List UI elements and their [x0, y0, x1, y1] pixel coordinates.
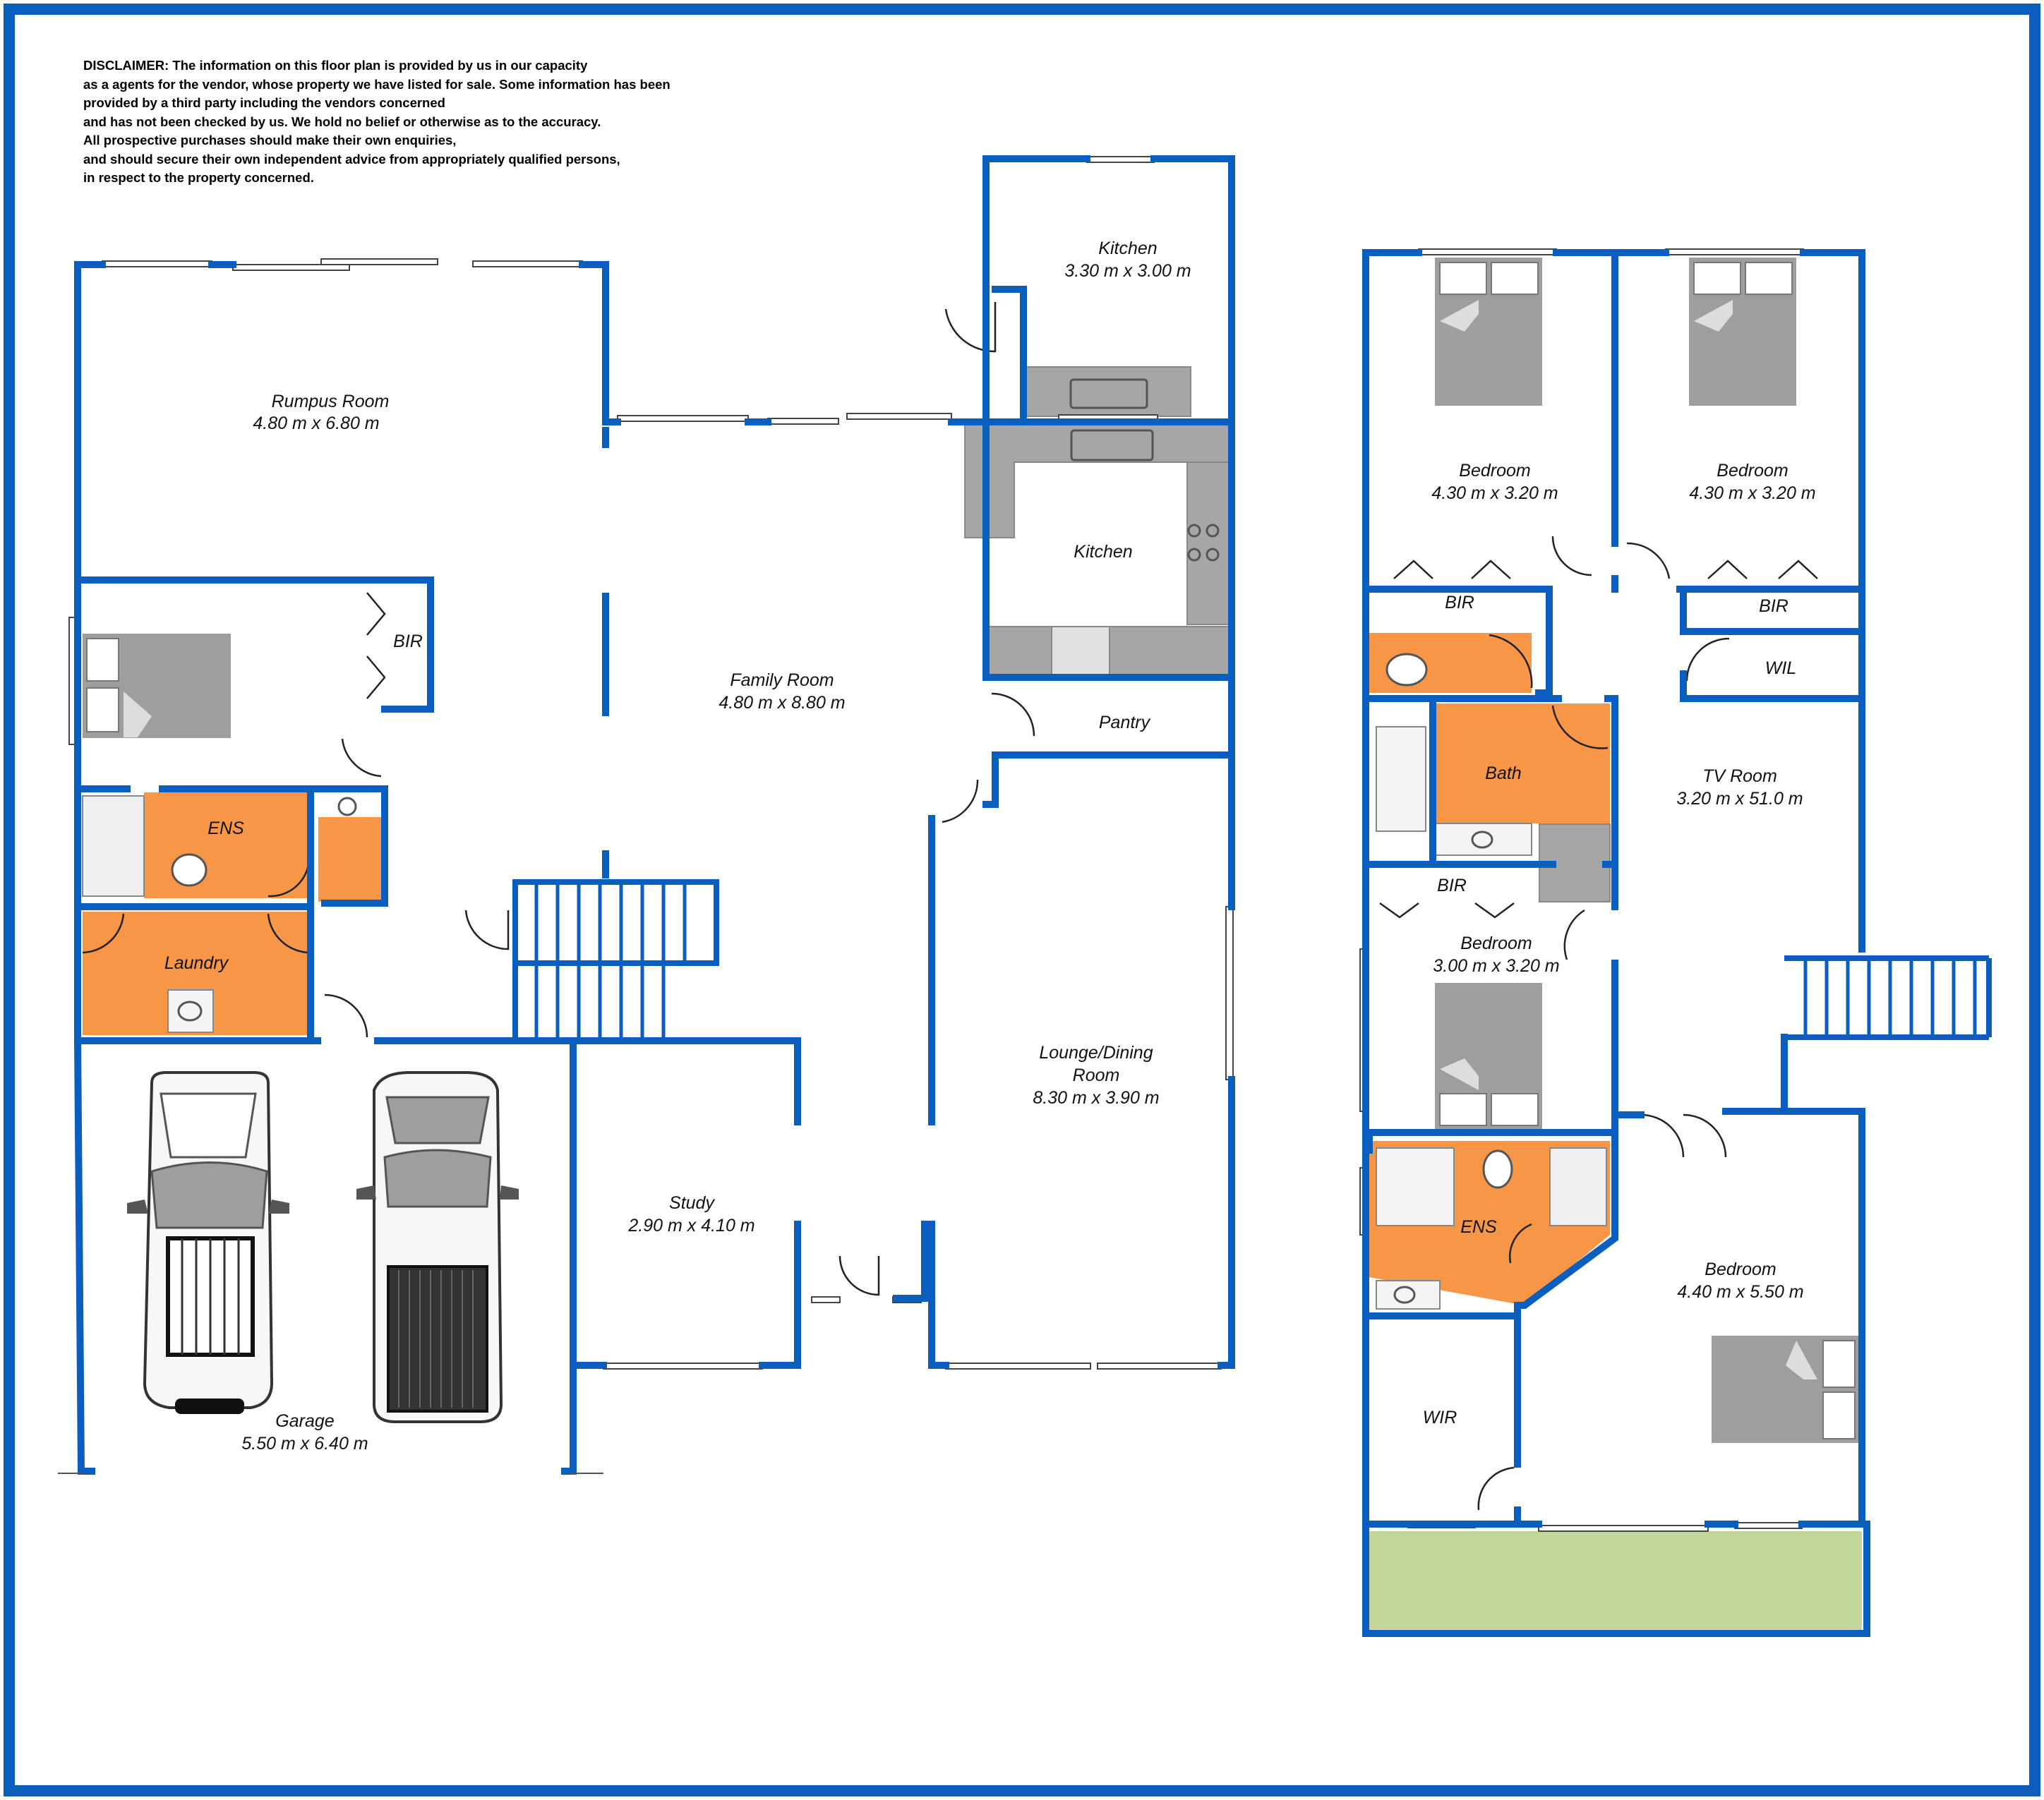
disclaimer-line: as a agents for the vendor, whose proper… — [83, 76, 671, 92]
fixtures — [82, 366, 1611, 1310]
laundry-name: Laundry — [164, 953, 229, 973]
disclaimer-line: All prospective purchases should make th… — [83, 133, 457, 147]
rumpus-name: Rumpus Room — [272, 392, 390, 411]
walls — [73, 155, 1870, 1637]
bed-first-1 — [1435, 258, 1542, 406]
bedroom3-size: 3.00 m x 3.20 m — [1433, 956, 1559, 976]
study-name: Study — [669, 1193, 715, 1213]
bir-ground-name: BIR — [393, 632, 423, 651]
bath-name: Bath — [1485, 763, 1521, 783]
study-size: 2.90 m x 4.10 m — [627, 1216, 755, 1236]
ens-ground-name: ENS — [208, 819, 244, 838]
stairs-ground — [512, 879, 719, 1041]
bedroom2-name: Bedroom — [1717, 461, 1788, 481]
disclaimer-line: provided by a third party including the … — [83, 95, 445, 110]
bir1-name: BIR — [1445, 593, 1474, 612]
disclaimer-line: in respect to the property concerned. — [83, 170, 314, 185]
car-left — [127, 1071, 289, 1414]
bedroom4-name: Bedroom — [1705, 1260, 1776, 1279]
ens-ground-area — [144, 792, 309, 898]
lounge-name-2: Room — [1073, 1065, 1120, 1085]
lounge-size: 8.30 m x 3.90 m — [1033, 1088, 1159, 1108]
bedroom1-name: Bedroom — [1459, 461, 1530, 481]
wc-ground-area — [318, 817, 382, 902]
disclaimer-line: and should secure their own independent … — [83, 151, 620, 167]
ens-first-name: ENS — [1460, 1217, 1497, 1237]
rumpus-size: 4.80 m x 6.80 m — [253, 413, 379, 433]
sink-details — [171, 378, 1513, 1304]
bedroom2-size: 4.30 m x 3.20 m — [1689, 483, 1815, 503]
stairs-first — [1784, 955, 1992, 1040]
bed-ground — [83, 634, 231, 738]
bir3-name: BIR — [1437, 876, 1467, 895]
bedroom1-size: 4.30 m x 3.20 m — [1431, 483, 1558, 503]
tv-name: TV Room — [1702, 766, 1777, 786]
disclaimer: DISCLAIMER: The information on this floo… — [83, 56, 860, 188]
lawn-area — [1369, 1531, 1862, 1631]
wir-name: WIR — [1423, 1408, 1457, 1427]
room-labels: Rumpus Room 4.80 m x 6.80 m Kitchen 3.30… — [164, 238, 1816, 1454]
bath-area — [1433, 703, 1610, 823]
bed-first-3 — [1435, 983, 1542, 1129]
garage-size: 5.50 m x 6.40 m — [241, 1434, 368, 1454]
kitchen-upper-name: Kitchen — [1098, 238, 1157, 258]
kitchen-upper-size: 3.30 m x 3.00 m — [1064, 261, 1191, 281]
door-swings — [82, 302, 1818, 1511]
disclaimer-line: and has not been checked by us. We hold … — [83, 114, 601, 129]
family-name: Family Room — [730, 670, 834, 690]
disclaimer-line: DISCLAIMER: The information on this floo… — [83, 58, 588, 73]
tv-size: 3.20 m x 51.0 m — [1676, 789, 1803, 809]
bir2-name: BIR — [1759, 596, 1788, 616]
bedroom4-size: 4.40 m x 5.50 m — [1677, 1282, 1803, 1302]
family-size: 4.80 m x 8.80 m — [719, 693, 845, 713]
kitchen-name: Kitchen — [1074, 542, 1132, 562]
outer-border — [4, 4, 2040, 1796]
beds — [83, 258, 1858, 1443]
pantry-name: Pantry — [1099, 713, 1151, 732]
wil-name: WIL — [1765, 658, 1796, 678]
garage-name: Garage — [275, 1411, 334, 1431]
bed-first-2 — [1689, 258, 1796, 406]
bedroom3-name: Bedroom — [1460, 934, 1532, 953]
lounge-name-1: Lounge/Dining — [1039, 1043, 1153, 1063]
car-right — [356, 1071, 519, 1423]
bed-first-4 — [1712, 1336, 1858, 1443]
